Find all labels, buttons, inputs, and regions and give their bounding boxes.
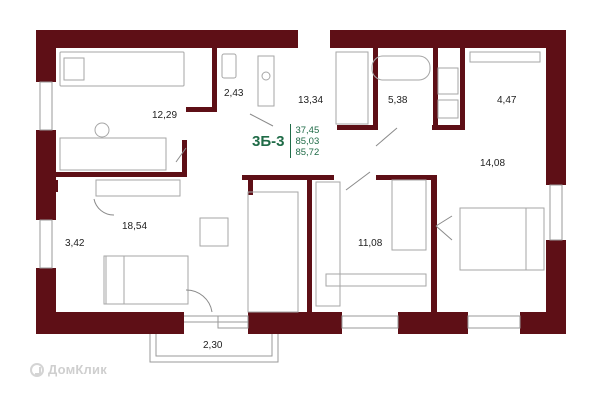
apartment-divider	[290, 124, 292, 158]
apartment-code: 3Б-3	[252, 132, 285, 150]
door-swings	[93, 113, 453, 313]
room-area-balcony: 2,30	[203, 340, 223, 351]
apartment-info: 3Б-3 37,45 85,03 85,72	[252, 124, 319, 158]
room-area-hall: 13,34	[298, 95, 324, 106]
room-area-bedroom-middle: 11,08	[358, 238, 383, 249]
domclick-logo-icon	[30, 362, 44, 377]
room-area-wc: 2,43	[224, 88, 244, 99]
room-area-living-kitchen: 18,54	[122, 221, 148, 232]
apartment-living-area: 37,45	[295, 124, 320, 136]
watermark-text: ДомКлик	[48, 362, 107, 377]
exterior-walls	[36, 30, 566, 334]
windows	[39, 81, 563, 329]
apartment-total-area: 85,03	[295, 135, 320, 147]
watermark: ДомКлик	[30, 362, 107, 377]
room-area-dressing: 4,47	[497, 95, 517, 106]
room-area-loggia-left: 3,42	[65, 238, 85, 249]
room-area-bedroom-top-left: 12,29	[152, 110, 178, 121]
interior-partitions	[56, 48, 465, 312]
balcony	[149, 315, 279, 363]
furniture	[59, 51, 545, 313]
room-area-corridor-right: 14,08	[480, 158, 506, 169]
apartment-areas: 37,45 85,03 85,72	[295, 125, 319, 158]
room-area-bathroom: 5,38	[388, 95, 408, 106]
apartment-total-area-with-balcony: 85,72	[295, 146, 320, 158]
